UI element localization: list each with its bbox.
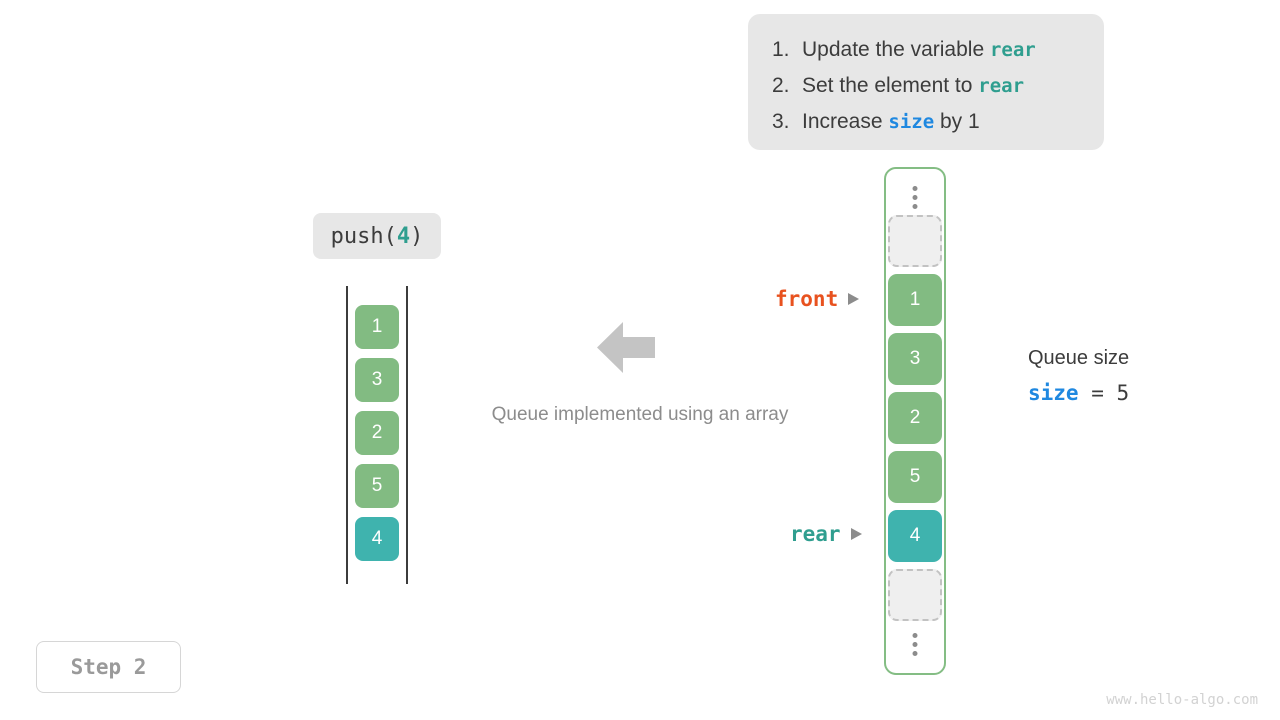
cell-spacer [355, 508, 399, 517]
cell-spacer [355, 349, 399, 358]
size-info: Queue size size = 5 [1028, 343, 1238, 405]
front-pointer-label: front [775, 287, 839, 311]
instruction-code-token: rear [989, 39, 1036, 61]
queue-bracket-left [346, 286, 348, 584]
queue-bracket-right [406, 286, 408, 584]
instruction-text-pre: Update the variable [802, 38, 990, 61]
step-badge: Step 2 [36, 641, 181, 693]
queue-cell: 3 [355, 358, 399, 402]
array-cell-empty [888, 215, 942, 267]
vertical-ellipsis-icon [912, 633, 918, 656]
instruction-number: 2. [772, 74, 790, 97]
instruction-text-pre: Increase [802, 110, 889, 133]
operation-name: push( [330, 223, 397, 249]
size-expression: size = 5 [1028, 381, 1238, 405]
size-title: Queue size [1028, 347, 1130, 369]
left-arrow-icon [597, 322, 655, 373]
instruction-item: 2. Set the element to rear [748, 68, 1104, 104]
instruction-code-token: size [888, 111, 935, 133]
abstract-queue: 1 3 2 5 4 [346, 286, 408, 584]
queue-cell: 2 [355, 411, 399, 455]
abstract-queue-cells: 1 3 2 5 4 [355, 305, 399, 561]
diagram-caption: Queue implemented using an array [491, 404, 789, 425]
rear-pointer-label: rear [790, 522, 841, 546]
cell-spacer [355, 402, 399, 411]
array-container: 1 3 2 5 4 [884, 167, 946, 675]
array-cells: 1 3 2 5 4 [888, 215, 942, 628]
array-cell: 2 [888, 392, 942, 444]
array-cell: 1 [888, 274, 942, 326]
instruction-text-post: by 1 [934, 110, 980, 133]
instruction-item: 3. Increase size by 1 [748, 104, 1104, 140]
size-value: 5 [1116, 381, 1130, 405]
array-cell-highlighted: 4 [888, 510, 942, 562]
size-equals: = [1078, 381, 1117, 405]
rear-pointer: rear [790, 522, 862, 546]
instruction-item: 1. Update the variable rear [748, 32, 1104, 68]
operation-label: push(4) [313, 213, 441, 259]
front-pointer: front [775, 287, 860, 311]
ellipsis-dot [912, 195, 918, 200]
size-variable: size [1028, 381, 1079, 405]
array-cell-empty [888, 569, 942, 621]
queue-cell-highlighted: 4 [355, 517, 399, 561]
ellipsis-dot [912, 204, 918, 209]
ellipsis-dot [912, 186, 918, 191]
instruction-number: 3. [772, 110, 790, 133]
instruction-number: 1. [772, 38, 790, 61]
pointer-arrow-icon [850, 528, 862, 540]
queue-cell: 1 [355, 305, 399, 349]
operation-argument: 4 [396, 223, 411, 249]
array-cell: 5 [888, 451, 942, 503]
pointer-arrow-icon [848, 293, 860, 305]
watermark: www.hello-algo.com [1106, 692, 1258, 708]
ellipsis-dot [912, 651, 918, 656]
operation-close-paren: ) [410, 223, 424, 249]
instruction-text-pre: Set the element to [802, 74, 979, 97]
array-cell: 3 [888, 333, 942, 385]
ellipsis-dot [912, 642, 918, 647]
vertical-ellipsis-icon [912, 186, 918, 209]
cell-spacer [355, 455, 399, 464]
instruction-code-token: rear [978, 75, 1025, 97]
instruction-callout: 1. Update the variable rear 2. Set the e… [748, 14, 1104, 150]
queue-cell: 5 [355, 464, 399, 508]
ellipsis-dot [912, 633, 918, 638]
